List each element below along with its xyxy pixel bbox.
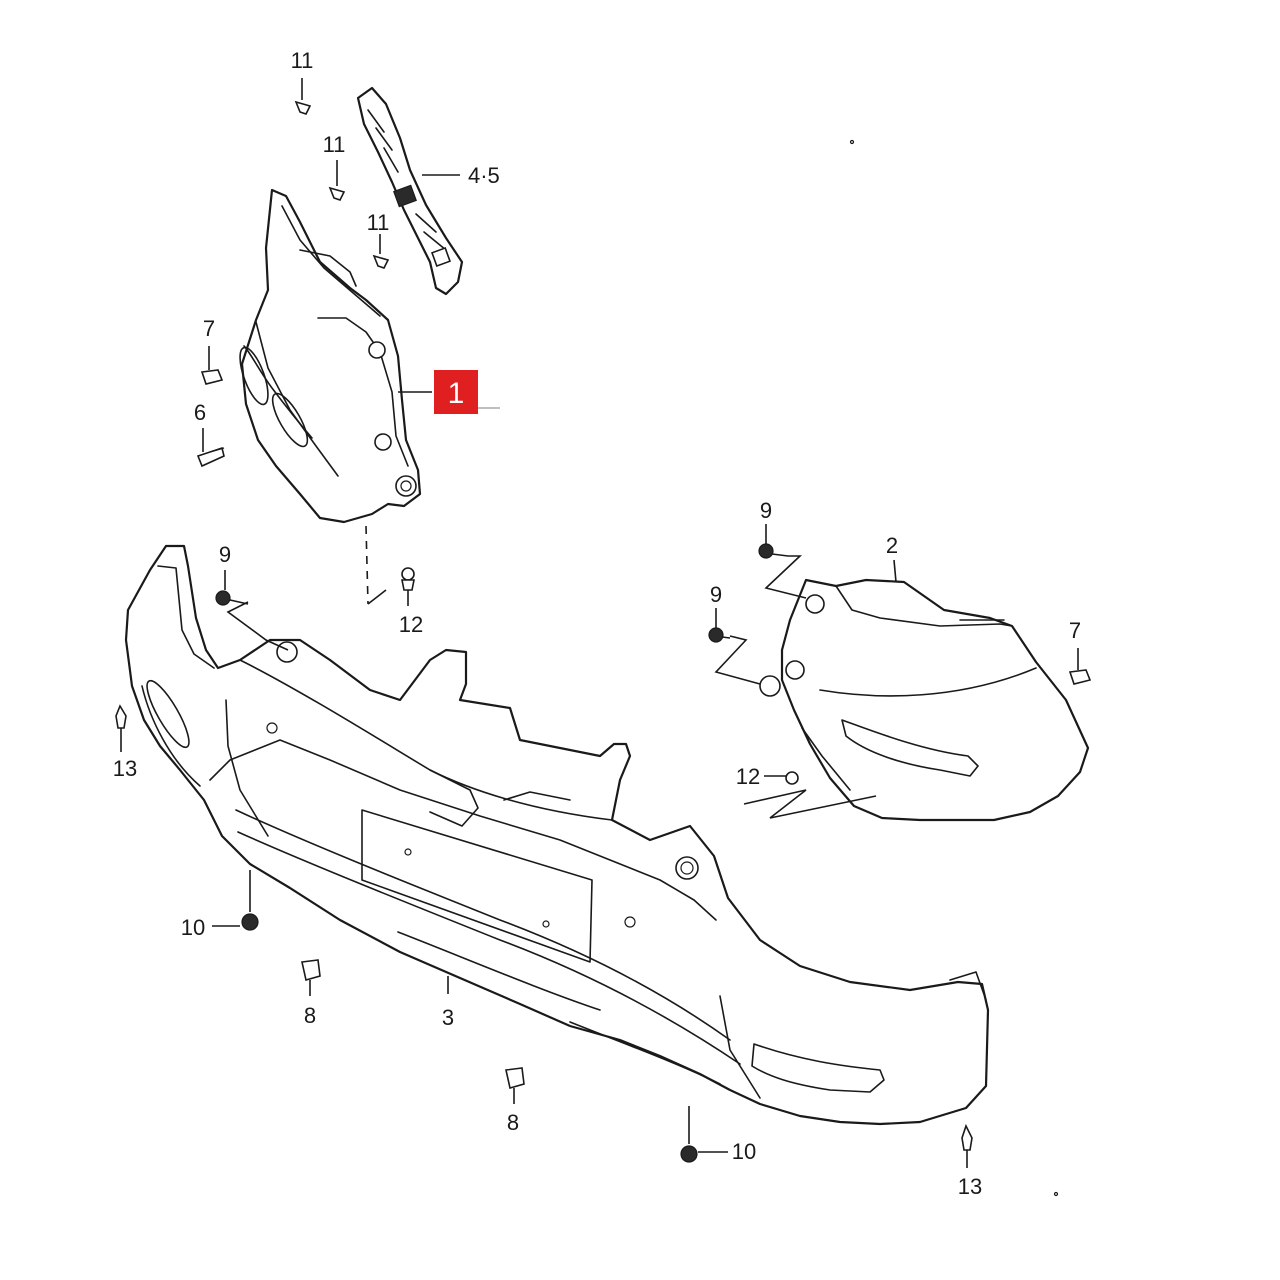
- screw-9-right-b: [708, 608, 731, 643]
- part-side-support-1: [239, 188, 500, 605]
- callout-11-b: 11: [323, 132, 346, 157]
- callout-2: 2: [886, 533, 898, 558]
- part-bracket-4-5: [356, 86, 464, 296]
- callout-12-left: 12: [399, 612, 423, 637]
- callout-13-left: 13: [113, 756, 137, 781]
- callout-1: 1: [448, 377, 465, 410]
- callout-13-right: 13: [958, 1174, 982, 1199]
- highlight-box: [434, 370, 478, 414]
- callout-12-right: 12: [736, 764, 760, 789]
- part-bumper-cover-3: [124, 544, 990, 1126]
- bolt-12-left: [401, 567, 415, 606]
- clip-11-c: [372, 234, 390, 269]
- callout-7-right: 7: [1069, 618, 1081, 643]
- screw-6: [196, 428, 225, 468]
- callout-4-5: 4·5: [468, 163, 500, 188]
- callout-labels: 11 11 11 4·5 7 6 1 9 12 13 9 2 9 7 12 10…: [113, 48, 1081, 1199]
- callout-9-left: 9: [219, 542, 231, 567]
- callout-3: 3: [442, 1005, 454, 1030]
- clip-8-b: [505, 1067, 525, 1104]
- nut-clip-7-left: [200, 346, 224, 385]
- nut-clip-7-right: [1068, 648, 1092, 685]
- callout-9-right-a: 9: [760, 498, 772, 523]
- callout-11-c: 11: [367, 210, 390, 235]
- clip-11-a: [294, 78, 312, 115]
- callout-10-right: 10: [732, 1139, 756, 1164]
- bolt-10-right: [680, 1106, 728, 1163]
- clip-13-right: [961, 1123, 973, 1168]
- clip-8-a: [301, 959, 321, 996]
- screw-9-left: [215, 570, 249, 606]
- callout-7-left: 7: [203, 316, 215, 341]
- callout-6: 6: [194, 400, 206, 425]
- callout-9-right-b: 9: [710, 582, 722, 607]
- part-bumper-corner-2: [714, 555, 1090, 822]
- callout-8-a: 8: [304, 1003, 316, 1028]
- bolt-10-left: [212, 870, 259, 931]
- bolt-12-right: [764, 771, 799, 785]
- screw-9-right-a: [758, 524, 789, 559]
- callout-10-left: 10: [181, 915, 205, 940]
- clip-13-left: [115, 704, 127, 752]
- callout-11-a: 11: [291, 48, 314, 73]
- clip-11-b: [328, 160, 346, 201]
- callout-8-b: 8: [507, 1110, 519, 1135]
